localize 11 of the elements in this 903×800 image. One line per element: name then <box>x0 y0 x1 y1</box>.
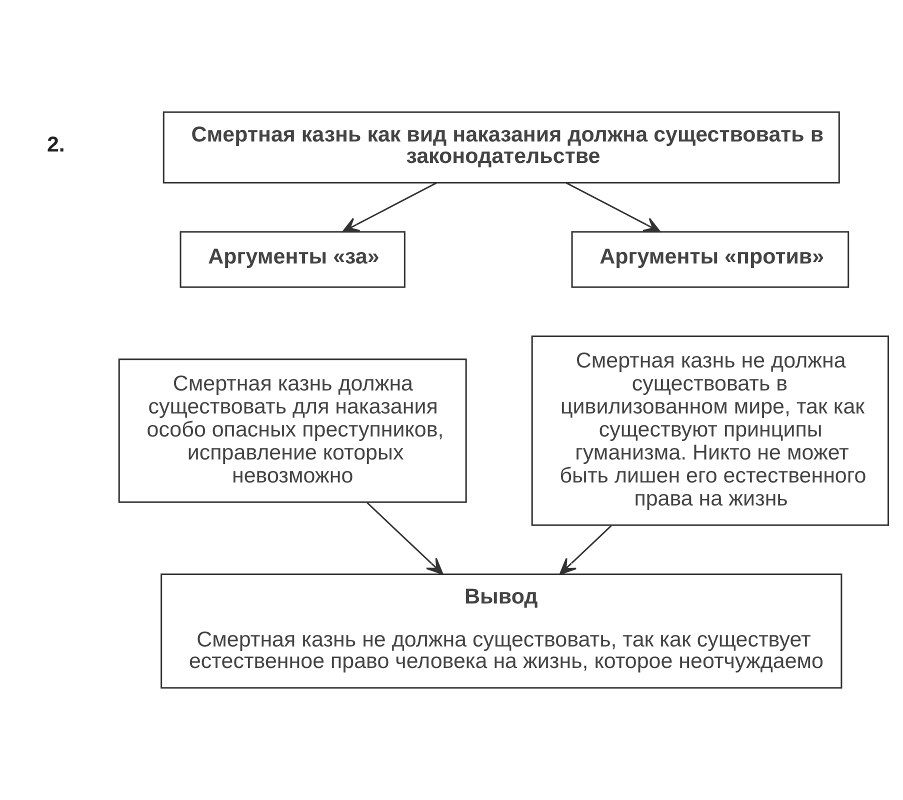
node-box: Смертная казнь должна существовать для наказания особо опасных преступников, исправление которых невозможно <box>118 358 467 503</box>
node-box: Аргументы «за» <box>180 231 406 288</box>
node-box: Смертная казнь как вид наказания должна существовать в законодательстве <box>162 111 840 184</box>
arrow <box>559 525 612 575</box>
node-box: Аргументы «против» <box>571 231 850 288</box>
node-box: Смертная казнь не должна существовать в цивилизованном мире, так как существуют принципы гуманизма. Никто не может быть лишен его естественного права на жизнь <box>531 336 890 526</box>
label: 2. <box>46 132 65 157</box>
arrow <box>366 502 444 575</box>
arrow <box>566 182 661 232</box>
node-box: Вывод Смертная казнь не должна существовать, так как существует естественное право человека на жизнь, которое неотчуждаемо <box>160 573 842 689</box>
arrow <box>342 182 437 232</box>
